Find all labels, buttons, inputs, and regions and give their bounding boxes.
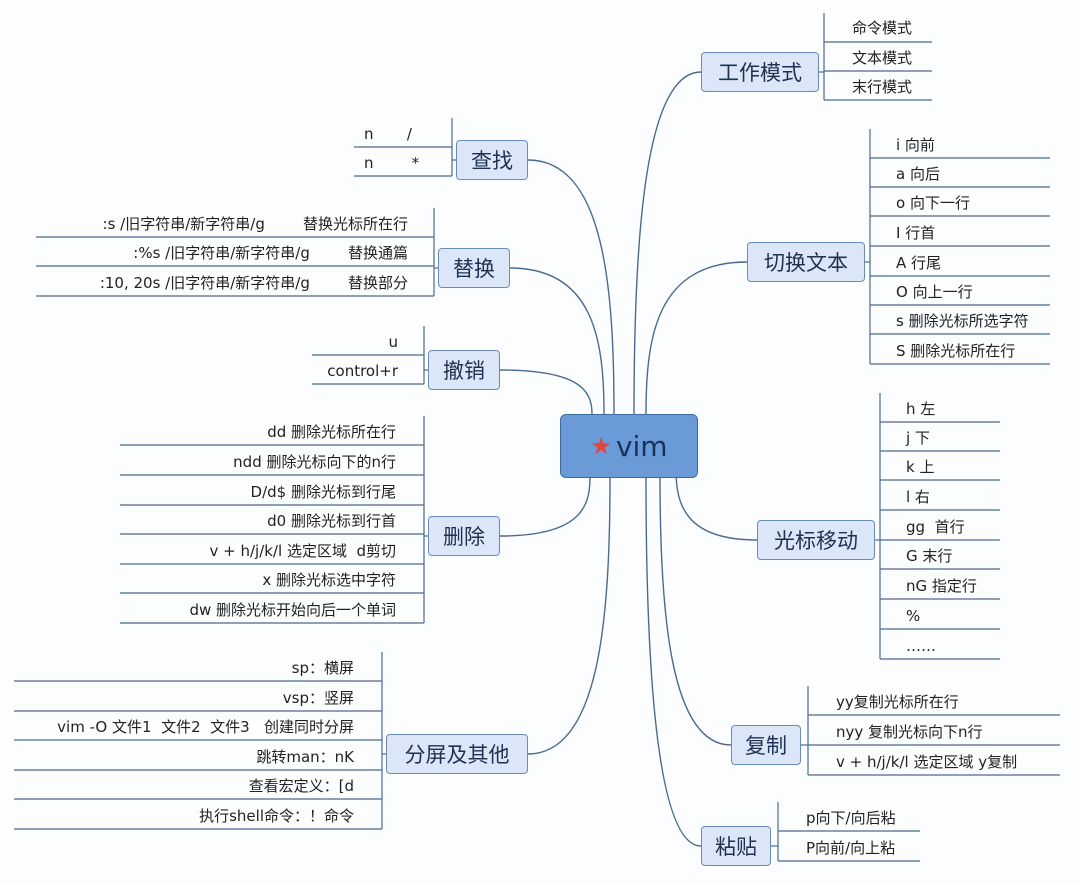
leaf-delete-7: dw 删除光标开始向后一个单词 [189,601,396,619]
leaf-delete-5: v + h/j/k/l 选定区域 d剪切 [209,542,397,560]
topic-mode[interactable]: 工作模式 [701,52,819,92]
leaf-copy-2: nyy 复制光标向下n行 [836,723,983,741]
leaf-undo-1: u [388,333,398,351]
leaf-undo-2: control+r [327,362,398,380]
topic-insert[interactable]: 切换文本 [747,242,865,282]
leaf-cursor-8: % [906,607,921,625]
root-label: vim [615,429,668,463]
topic-cursor[interactable]: 光标移动 [757,520,875,560]
leaf-split-5: 查看宏定义：[d [248,777,354,795]
leaf-cursor-3: k 上 [906,458,935,476]
leaf-cursor-6: G 末行 [906,547,953,565]
leaf-insert-1: i 向前 [896,136,935,154]
leaf-delete-3: D/d$ 删除光标到行尾 [250,483,396,501]
leaf-cursor-2: j 下 [906,429,930,447]
leaf-mode-2: 文本模式 [852,49,913,67]
leaf-insert-8: S 删除光标所在行 [896,342,1016,360]
leaf-cursor-7: nG 指定行 [906,577,977,595]
leaf-split-4: 跳转man：nK [256,748,354,766]
leaf-copy-1: yy复制光标所在行 [836,693,959,711]
star-icon: ★ [590,432,612,460]
topic-split[interactable]: 分屏及其他 [386,734,528,774]
root-node-vim[interactable]: ★ vim [560,414,698,478]
leaf-insert-5: A 行尾 [896,254,942,272]
leaf-delete-2: ndd 删除光标向下的n行 [233,453,396,471]
leaf-split-3: vim -O 文件1 文件2 文件3 创建同时分屏 [57,718,354,736]
leaf-insert-4: I 行首 [896,224,936,242]
topic-paste[interactable]: 粘贴 [701,826,771,866]
leaf-replace-1: :s /旧字符串/新字符串/g 替换光标所在行 [102,215,408,233]
leaf-mode-3: 末行模式 [852,78,913,96]
leaf-paste-2: P向前/向上粘 [806,839,896,857]
leaf-cursor-5: gg 首行 [906,518,965,536]
leaf-paste-1: p向下/向后粘 [806,809,896,827]
leaf-cursor-9: …… [906,637,936,655]
leaf-split-6: 执行shell命令：！命令 [199,807,354,825]
leaf-split-2: vsp：竖屏 [282,689,354,707]
leaf-replace-2: :%s /旧字符串/新字符串/g 替换通篇 [133,244,408,262]
leaf-insert-2: a 向后 [896,165,940,183]
leaf-copy-3: v + h/j/k/l 选定区域 y复制 [836,753,1018,771]
topic-find[interactable]: 查找 [456,140,528,180]
leaf-find-1: n / [364,125,412,143]
leaf-delete-1: dd 删除光标所在行 [267,423,396,441]
leaf-delete-4: d0 删除光标到行首 [267,512,396,530]
leaf-insert-7: s 删除光标所选字符 [896,312,1029,330]
leaf-find-2: n * [364,154,420,172]
topic-undo[interactable]: 撤销 [428,350,500,390]
leaf-cursor-1: h 左 [906,400,936,418]
leaf-mode-1: 命令模式 [852,19,913,37]
leaf-insert-6: O 向上一行 [896,283,973,301]
leaf-split-1: sp：横屏 [291,659,354,677]
topic-replace[interactable]: 替换 [438,248,510,288]
leaf-delete-6: x 删除光标选中字符 [262,571,396,589]
leaf-insert-3: o 向下一行 [896,194,970,212]
leaf-replace-3: :10, 20s /旧字符串/新字符串/g 替换部分 [99,274,408,292]
leaf-cursor-4: l 右 [906,488,930,506]
topic-delete[interactable]: 删除 [428,516,500,556]
topic-copy[interactable]: 复制 [731,725,801,765]
